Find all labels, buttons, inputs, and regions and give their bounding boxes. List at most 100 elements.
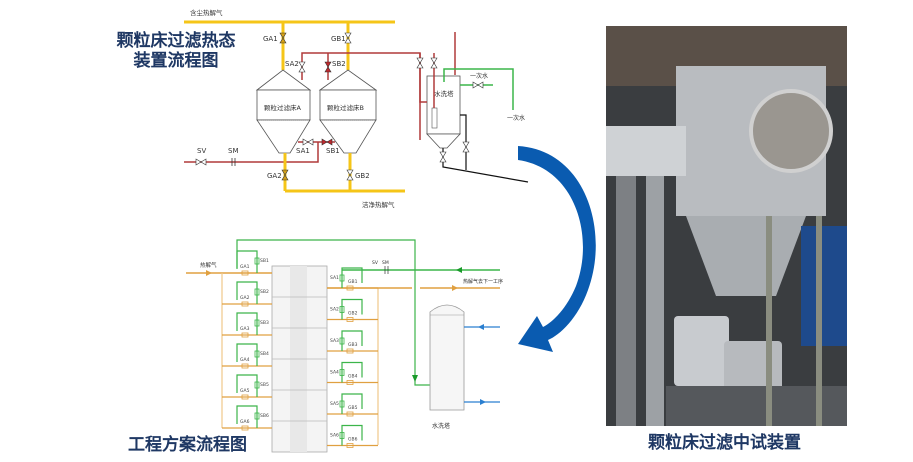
sb-pipe: [236, 374, 258, 397]
sa-label: SA3: [330, 338, 339, 344]
hot-state-flow-title: 颗粒床过滤热态 装置流程图: [116, 31, 236, 71]
ga-label: GA4: [240, 357, 250, 363]
sa-valve[interactable]: [339, 274, 345, 282]
valve-tower-1[interactable]: [416, 57, 424, 69]
gb-valve[interactable]: [346, 443, 354, 448]
valve-water[interactable]: [472, 81, 484, 89]
ga-label: GA6: [240, 419, 250, 425]
left-unit: GA6 SB6: [222, 405, 272, 431]
ga-label: GA2: [240, 295, 250, 301]
steam-pipe: [184, 142, 319, 163]
sb-label: SB6: [260, 413, 269, 419]
green-top-pipe: [236, 239, 430, 386]
sb-label: SB2: [260, 289, 269, 295]
filter-a-label: 颗粒过滤床A: [264, 103, 302, 112]
sa-valve[interactable]: [339, 432, 345, 439]
valve-ga1-label: GA1: [263, 35, 278, 43]
gb-valve[interactable]: [346, 317, 354, 322]
inlet-gas-label: 含尘热解气: [190, 8, 223, 17]
valve-drain-2[interactable]: [462, 141, 470, 153]
sa-valve[interactable]: [339, 337, 345, 345]
flowmeter-sm: [231, 158, 236, 166]
sb-valve[interactable]: [254, 257, 260, 265]
eng-sv-label: SV: [372, 260, 379, 266]
sa-label: SA4: [330, 370, 339, 376]
ga-valve[interactable]: [241, 425, 249, 431]
sa-pipe: [341, 361, 363, 383]
eng-tower-label: 水洗塔: [432, 422, 450, 430]
ga-label: GA5: [240, 388, 250, 394]
sb-valve[interactable]: [254, 381, 260, 389]
ga-valve[interactable]: [241, 301, 249, 307]
ga-valve[interactable]: [241, 270, 249, 276]
water-wash-tower: [426, 75, 461, 149]
valve-ga2[interactable]: [281, 169, 289, 181]
valve-tower-2[interactable]: [430, 57, 438, 69]
sb-valve[interactable]: [254, 288, 260, 296]
gb-valve[interactable]: [346, 380, 354, 385]
sb-pipe: [236, 281, 258, 304]
valve-sa1[interactable]: [302, 138, 314, 146]
gb-label: GB5: [348, 405, 358, 411]
sb-label: SB1: [260, 258, 269, 264]
valve-gb2[interactable]: [346, 169, 354, 181]
valve-sv[interactable]: [195, 158, 207, 166]
valve-ga1[interactable]: [279, 32, 287, 44]
sb-valve[interactable]: [254, 319, 260, 327]
water-in-label-1: 一次水: [470, 72, 488, 80]
eng-water-tower: [429, 304, 465, 411]
outlet-gas-label: 洁净热解气: [362, 200, 395, 209]
sa-label: SA6: [330, 433, 339, 439]
curved-flow-arrow-icon: [518, 146, 596, 352]
sa-pipe: [341, 424, 363, 446]
ga-label: GA3: [240, 326, 250, 332]
valve-sb1-label: SB1: [326, 147, 340, 155]
sa-pipe: [341, 267, 363, 288]
sa-pipe: [341, 393, 363, 414]
gb-label: GB6: [348, 437, 358, 443]
valve-sb1[interactable]: [321, 138, 333, 146]
eng-sm-label: SM: [382, 260, 389, 266]
filter-b-label: 颗粒过滤床B: [327, 103, 364, 112]
sb-pipe: [236, 405, 258, 428]
sa-valve[interactable]: [339, 369, 345, 376]
ga-label: GA1: [240, 264, 250, 270]
valve-sb2[interactable]: [324, 61, 332, 73]
eng-inlet-label: 热解气: [200, 261, 217, 269]
sb-valve[interactable]: [254, 412, 260, 420]
sa-valve[interactable]: [339, 306, 345, 313]
gb-valve[interactable]: [346, 348, 354, 354]
sb-valve[interactable]: [254, 350, 260, 358]
ga-valve[interactable]: [241, 394, 249, 400]
ga-valve[interactable]: [241, 332, 249, 338]
valve-drain-1[interactable]: [439, 151, 447, 163]
sa-label: SA2: [330, 307, 339, 313]
sa-pipe: [341, 330, 363, 351]
gb-label: GB2: [348, 311, 358, 317]
left-unit: GA2 SB2: [222, 281, 272, 307]
sb-pipe: [236, 250, 258, 273]
sa-pipe: [341, 298, 363, 320]
valve-gb1[interactable]: [344, 32, 352, 44]
valve-sa1-label: SA1: [296, 147, 310, 155]
sa-label: SA1: [330, 275, 339, 281]
drain-main: [442, 148, 529, 183]
gb-valve[interactable]: [346, 411, 354, 417]
water-in-label-2: 一次水: [507, 114, 525, 122]
gb-valve[interactable]: [346, 285, 354, 291]
valve-gb2-label: GB2: [355, 172, 370, 180]
sa-valve[interactable]: [339, 400, 345, 408]
ga-valve[interactable]: [241, 363, 249, 369]
flowmeter-sm-label: SM: [228, 147, 238, 155]
water-tower-label: 水洗塔: [434, 89, 454, 98]
filter-bed-b: [318, 69, 378, 154]
valve-sa2[interactable]: [298, 61, 306, 73]
